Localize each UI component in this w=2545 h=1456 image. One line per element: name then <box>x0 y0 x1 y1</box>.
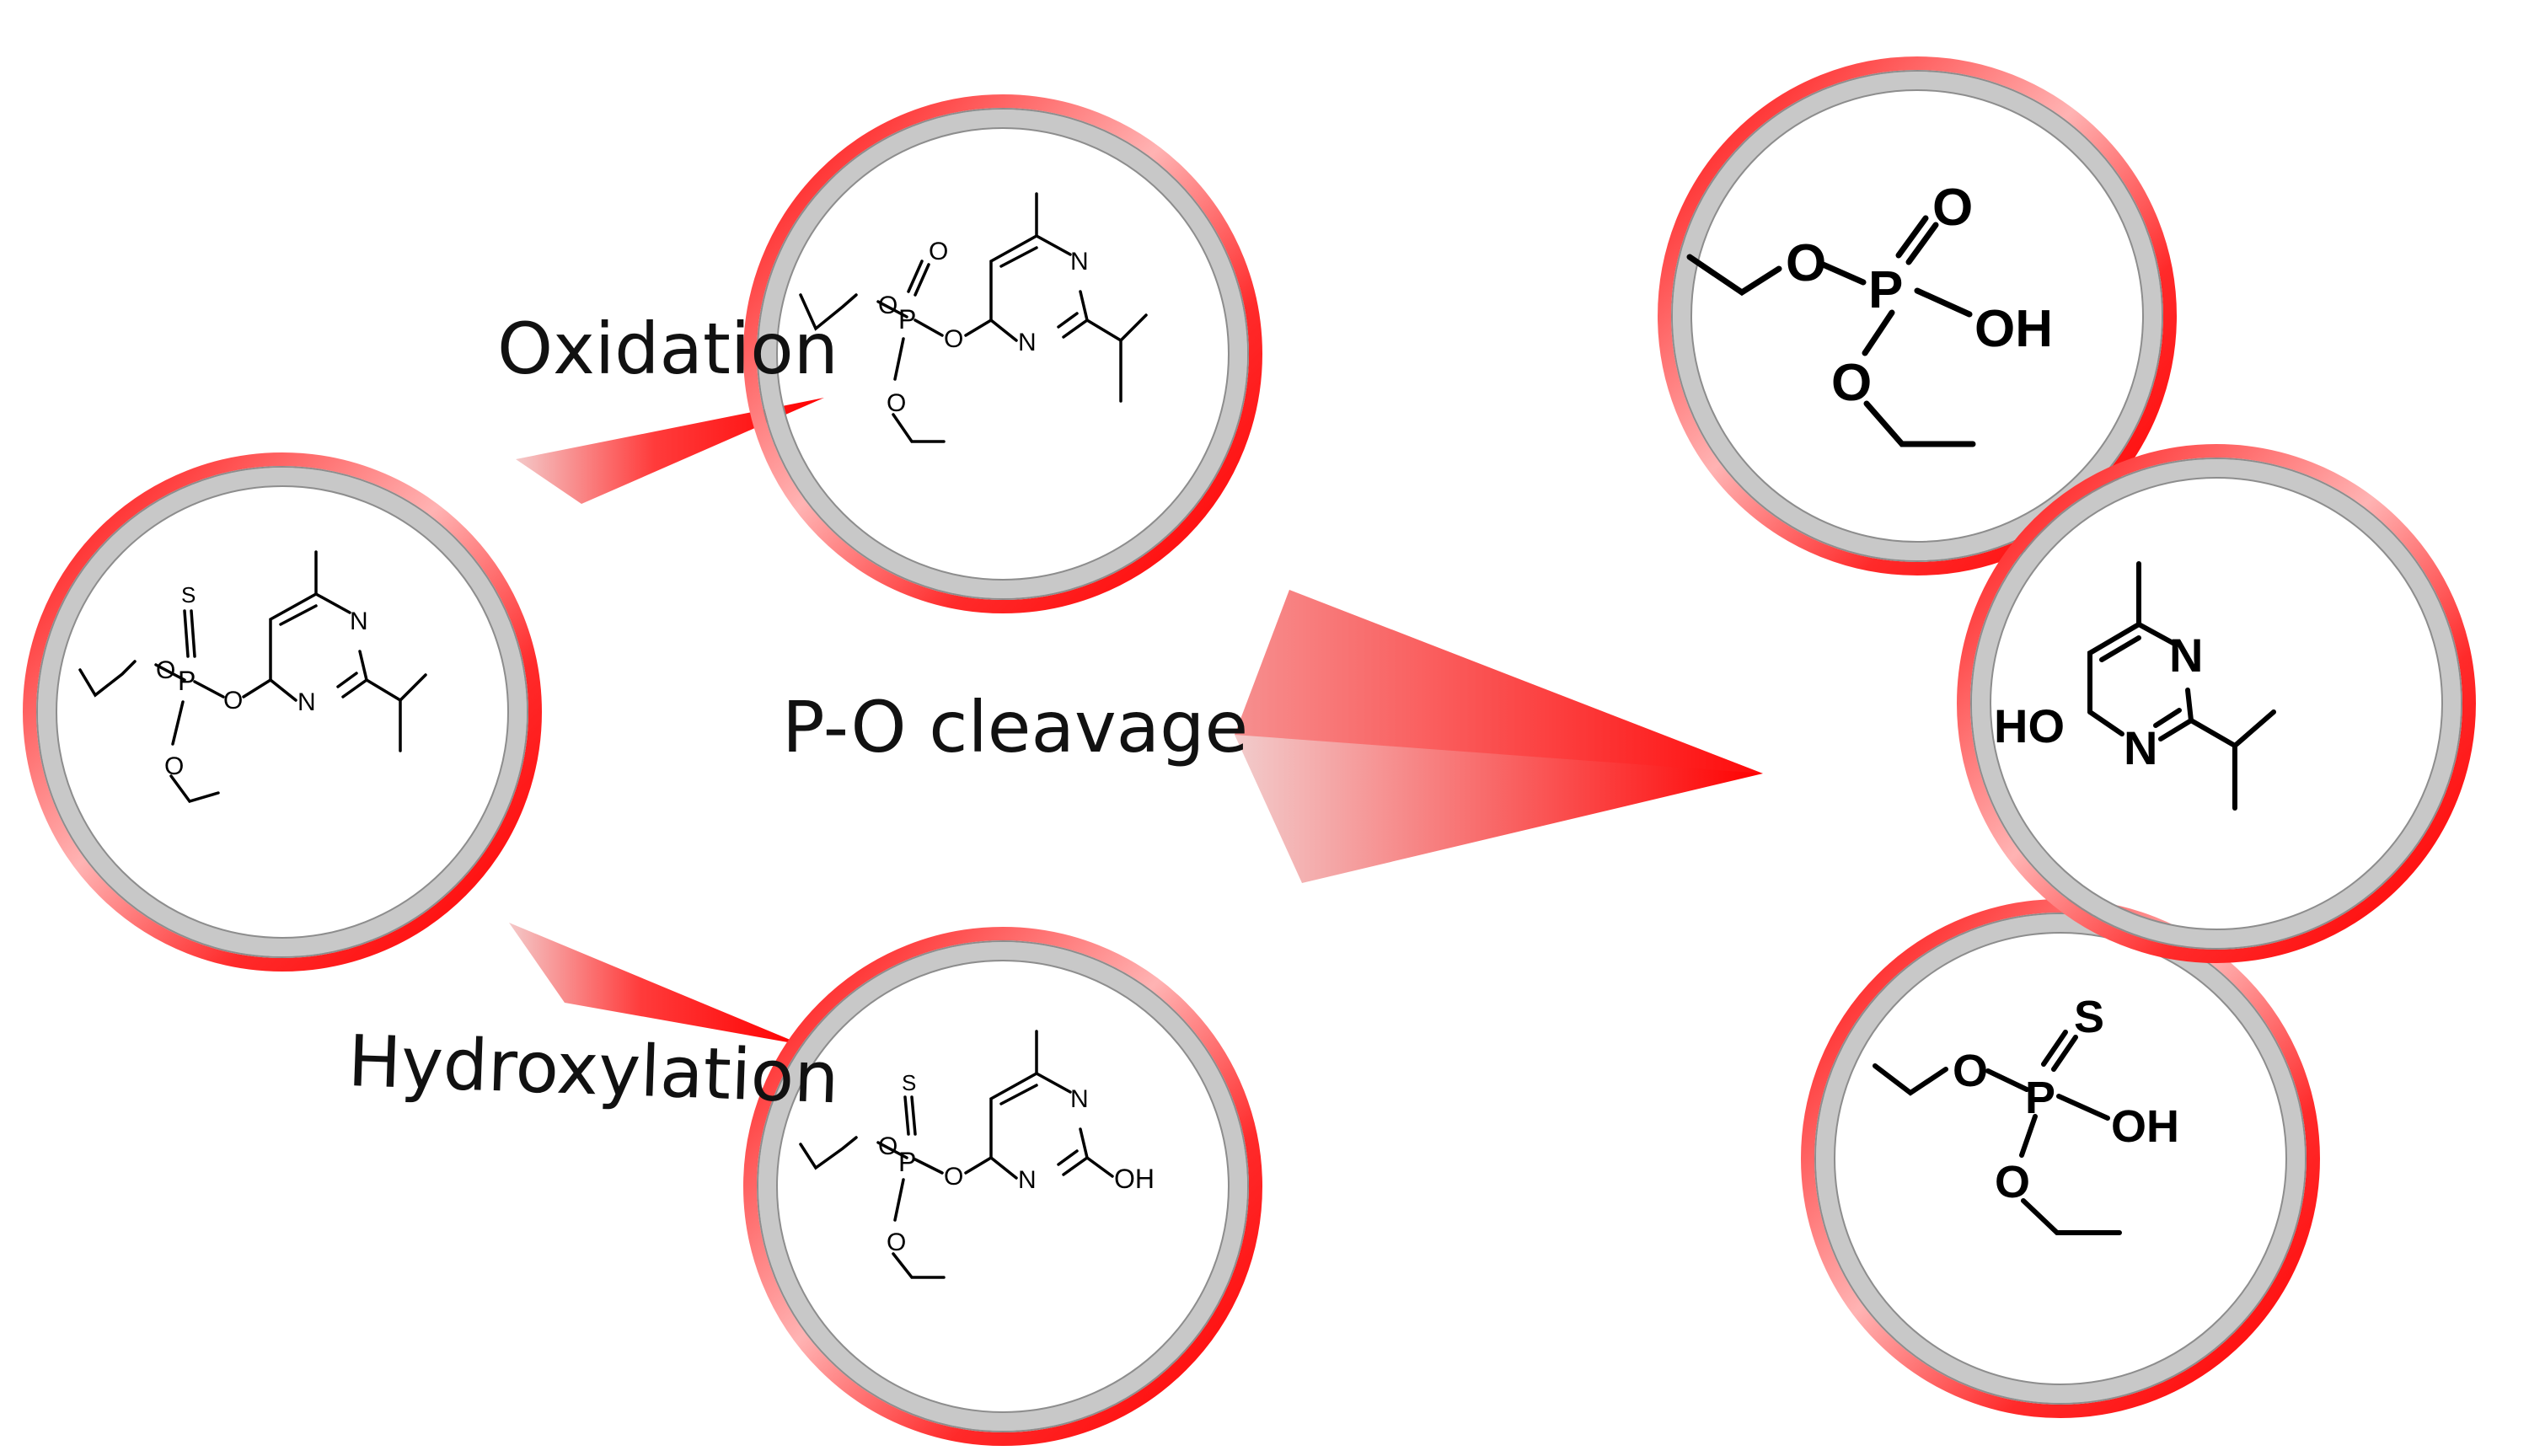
atom-p: P <box>1868 261 1903 319</box>
atom-o: O <box>1932 179 1973 237</box>
atom-o: O <box>944 1163 963 1191</box>
atom-o: O <box>1953 1046 1988 1096</box>
atom-ho: HO <box>1994 699 2065 752</box>
oxidation-arrow <box>516 398 824 504</box>
atom-n: N <box>350 608 368 635</box>
atom-o: O <box>878 292 897 319</box>
atom-n: N <box>1070 1085 1089 1113</box>
atom-n: N <box>1018 1166 1037 1194</box>
atom-o: O <box>1995 1157 2030 1207</box>
atom-oh: OH <box>2111 1101 2179 1152</box>
diethyl-phosphate-molecule: O P O OH O <box>1664 63 2170 569</box>
atom-s: S <box>902 1070 916 1095</box>
hydroxylated-molecule: O P S O O N N OH <box>750 934 1256 1439</box>
atom-s: S <box>181 582 196 608</box>
atom-n: N <box>2124 721 2157 774</box>
atom-p: P <box>178 666 196 696</box>
atom-n: N <box>1018 329 1037 356</box>
hydroxylation-arrow <box>509 923 802 1045</box>
atom-o: O <box>223 687 243 715</box>
cleavage-arrow-shade <box>1235 590 1763 774</box>
atom-p: P <box>898 304 916 335</box>
atom-o: O <box>1831 354 1872 412</box>
atom-oh: OH <box>1974 300 2053 358</box>
oxidation-label: Oxidation <box>497 308 839 390</box>
hydroxylation-label: Hydroxylation <box>346 1020 840 1119</box>
atom-oh: OH <box>1114 1164 1155 1194</box>
atom-n: N <box>1070 248 1089 276</box>
atom-o: O <box>944 325 963 353</box>
atom-p: P <box>898 1147 916 1177</box>
atom-o: O <box>887 1228 906 1256</box>
atom-n: N <box>297 688 316 716</box>
oxon-molecule: O P O O O N N <box>750 101 1256 607</box>
atom-o: O <box>156 656 175 684</box>
parent-molecule: O P S O O N N <box>29 459 535 965</box>
atom-o: O <box>878 1132 897 1160</box>
cleavage-arrow <box>1235 590 1763 883</box>
atom-n: N <box>2169 629 2203 682</box>
atom-s: S <box>2074 992 2104 1042</box>
atom-p: P <box>2025 1073 2055 1123</box>
hydroxypyrimidine-molecule: HO N N <box>1964 451 2469 956</box>
atom-o: O <box>164 752 184 780</box>
diethyl-thiophosphate-molecule: O P S OH O <box>1808 906 2313 1411</box>
atom-o: O <box>887 389 906 417</box>
atom-o: O <box>929 238 948 265</box>
atom-o: O <box>1786 234 1826 292</box>
po-cleavage-label: P-O cleavage <box>782 686 1248 768</box>
